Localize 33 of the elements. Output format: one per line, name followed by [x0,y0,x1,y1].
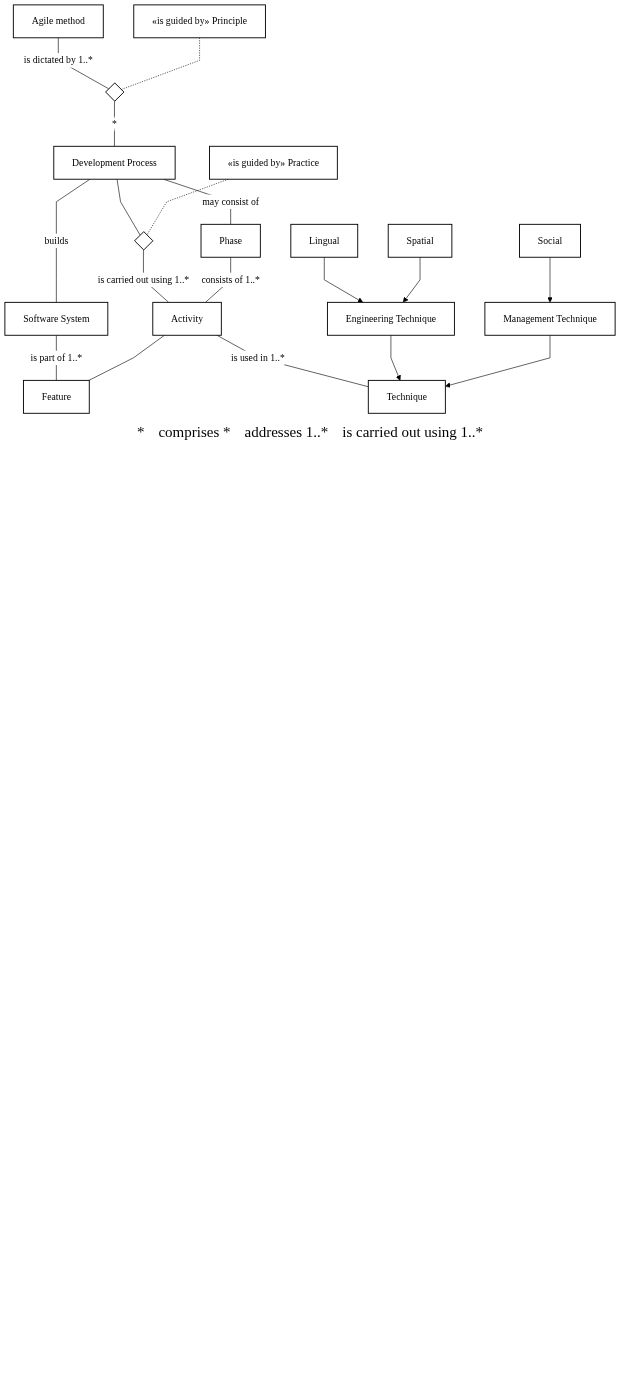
node-box: Agile method [12,4,104,39]
node-box: Engineering Technique [326,301,455,336]
node-box: Social [519,223,581,258]
edge-label: * [112,118,117,129]
multiplicity-label: * [136,424,145,442]
node-diamond [134,231,154,251]
node-diamond [105,82,125,102]
edge-label: builds [44,235,69,246]
edge-label: is used in 1..* [230,352,285,363]
node-box: Feature [23,379,90,414]
edge-label: is part of 1..* [30,352,83,363]
node-box: Lingual [290,223,359,258]
node-box: Activity [152,301,222,336]
edge-label: is carried out using 1..* [97,274,190,285]
connector [56,178,91,303]
connector [120,37,200,90]
edge-label: consists of 1..* [201,274,260,285]
node-box: Software System [4,301,109,336]
connector [88,334,165,381]
multiplicity-label: is carried out using 1..* [342,424,484,442]
edge-label: may consist of [202,196,260,207]
multiplicity-label: comprises * [158,424,231,442]
node-box: Development Process [53,145,176,180]
node-box: Phase [200,223,261,258]
edge-label: is dictated by 1..* [23,54,93,66]
multiplicity-label: addresses 1..* [244,424,329,442]
node-box: «is guided by» Practice [209,145,338,180]
connector [216,334,369,388]
node-box: Spatial [387,223,453,258]
node-box: «is guided by» Principle [133,4,266,39]
node-box: Management Technique [484,301,616,336]
connector [116,178,141,236]
node-box: Technique [367,379,446,414]
